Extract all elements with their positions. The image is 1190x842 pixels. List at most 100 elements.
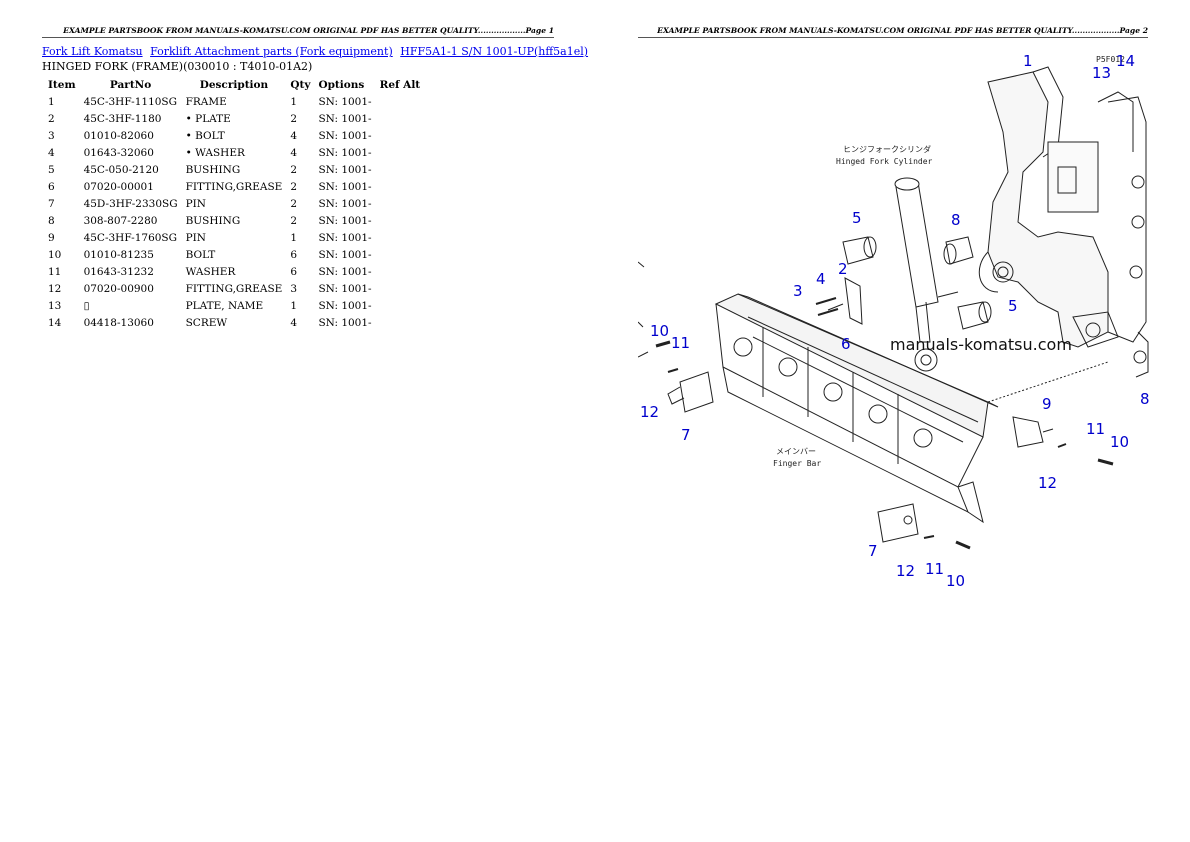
description-cell: • WASHER (185, 146, 245, 159)
callout-2: 2 (838, 260, 848, 278)
ref-alt-cell (376, 280, 425, 297)
table-header-row: Item PartNo Description Qty Options Ref … (44, 76, 424, 93)
ref-alt-cell (376, 127, 425, 144)
ref-alt-cell (376, 314, 425, 331)
item-cell: 6 (48, 180, 55, 193)
item-cell: 11 (48, 265, 62, 278)
parts-table: Item PartNo Description Qty Options Ref … (44, 76, 424, 331)
qty-cell: 6 (290, 265, 298, 278)
watermark: manuals-komatsu.com (890, 335, 1072, 354)
ref-alt-cell (376, 246, 425, 263)
partno-cell: 308-807-2280 (83, 214, 158, 227)
cylinder-label-en: Hinged Fork Cylinder (836, 157, 933, 166)
partno-cell: 01643-31232 (83, 265, 154, 278)
options-cell: SN: 1001- (318, 95, 372, 108)
description-cell: • PLATE (185, 112, 231, 125)
options-cell: SN: 1001- (318, 299, 372, 312)
qty-cell: 2 (290, 214, 298, 227)
description-cell: BUSHING (185, 214, 241, 227)
description-cell: BOLT (185, 248, 216, 261)
options-cell: SN: 1001- (318, 180, 372, 193)
qty-cell: 6 (290, 248, 298, 261)
description-cell: • BOLT (185, 129, 225, 142)
callout-4: 4 (816, 270, 826, 288)
item-cell: 14 (48, 316, 62, 329)
partno-cell: 01643-32060 (83, 146, 154, 159)
options-cell: SN: 1001- (318, 214, 372, 227)
item-cell: 3 (48, 129, 55, 142)
partno-cell: 07020-00001 (83, 180, 154, 193)
description-cell: PLATE, NAME (185, 299, 264, 312)
cylinder-label-jp: ヒンジフォークシリンダ (843, 144, 931, 154)
ref-alt-cell (376, 161, 425, 178)
ref-alt-cell (376, 212, 425, 229)
item-cell: 1 (48, 95, 55, 108)
qty-cell: 2 (290, 112, 298, 125)
page-header-left: EXAMPLE PARTSBOOK FROM MANUALS-KOMATSU.C… (42, 26, 554, 38)
section-title: HINGED FORK (FRAME)(030010 : T4010-01A2) (42, 60, 313, 73)
callout-12c: 12 (896, 562, 915, 580)
callout-8b: 8 (1140, 390, 1150, 408)
qty-cell: 4 (290, 146, 298, 159)
breadcrumb-link-attachment-parts[interactable]: Forklift Attachment parts (Fork equipmen… (150, 45, 393, 58)
qty-cell: 1 (290, 95, 298, 108)
qty-cell: 2 (290, 163, 298, 176)
callout-11b: 11 (1086, 420, 1105, 438)
column-header-ref-alt: Ref Alt (379, 78, 421, 91)
callout-13: 13 (1092, 64, 1111, 82)
description-cell: FRAME (185, 95, 227, 108)
description-cell: PIN (185, 197, 206, 210)
table-row: 11 01643-31232 WASHER 6 SN: 1001- (44, 263, 424, 280)
ref-alt-cell (376, 93, 425, 110)
callout-7b: 7 (868, 542, 878, 560)
partno-cell: 45C-3HF-1110SG (83, 95, 178, 108)
callout-6: 6 (841, 335, 851, 353)
ref-alt-cell (376, 178, 425, 195)
partno-cell: 04418-13060 (83, 316, 154, 329)
callout-11c: 11 (925, 560, 944, 578)
qty-cell: 4 (290, 129, 298, 142)
description-cell: PIN (185, 231, 206, 244)
item-cell: 8 (48, 214, 55, 227)
options-cell: SN: 1001- (318, 265, 372, 278)
partno-cell: 01010-81235 (83, 248, 154, 261)
qty-cell: 1 (290, 231, 298, 244)
column-header-partno: PartNo (109, 78, 152, 91)
callout-8: 8 (951, 211, 961, 229)
callout-10c: 10 (946, 572, 965, 590)
breadcrumb-link-model[interactable]: HFF5A1-1 S/N 1001-UP(hff5a1el) (400, 45, 589, 58)
item-cell: 5 (48, 163, 55, 176)
partno-cell: 07020-00900 (83, 282, 154, 295)
item-cell: 12 (48, 282, 62, 295)
table-row: 1 45C-3HF-1110SG FRAME 1 SN: 1001- (44, 93, 424, 110)
callout-9: 9 (1042, 395, 1052, 413)
breadcrumb-link-fork-lift[interactable]: Fork Lift Komatsu (42, 45, 143, 58)
item-cell: 9 (48, 231, 55, 244)
callout-1: 1 (1023, 52, 1033, 70)
callout-14: 14 (1116, 52, 1135, 70)
description-cell: WASHER (185, 265, 236, 278)
ref-alt-cell (376, 229, 425, 246)
item-cell: 10 (48, 248, 62, 261)
qty-cell: 2 (290, 197, 298, 210)
description-cell: FITTING,GREASE (185, 282, 283, 295)
callout-10b: 10 (1110, 433, 1129, 451)
breadcrumb: Fork Lift Komatsu Forklift Attachment pa… (42, 45, 592, 58)
description-cell: BUSHING (185, 163, 241, 176)
callout-11: 11 (671, 334, 690, 352)
partno-cell: ▯ (83, 299, 90, 312)
partno-cell: 01010-82060 (83, 129, 154, 142)
ref-alt-cell (376, 263, 425, 280)
qty-cell: 2 (290, 180, 298, 193)
column-header-qty: Qty (290, 78, 311, 91)
options-cell: SN: 1001- (318, 282, 372, 295)
options-cell: SN: 1001- (318, 129, 372, 142)
qty-cell: 1 (290, 299, 298, 312)
